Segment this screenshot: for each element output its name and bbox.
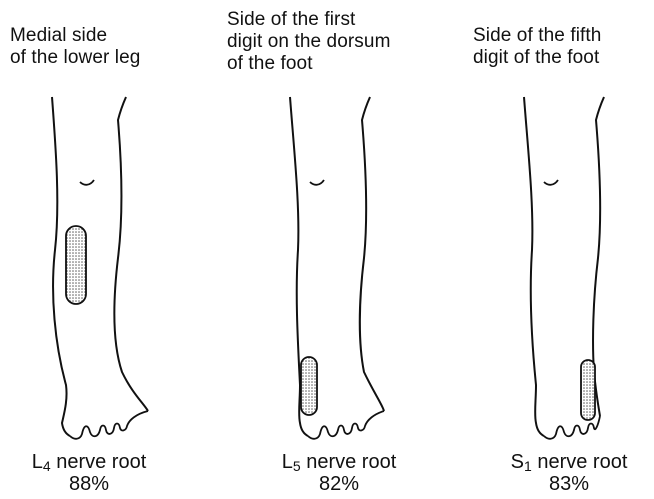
knee-mark [544,180,558,185]
l4-panel: Medial side of the lower leg L4 nerve ro… [0,0,218,499]
s1-percent: 83% [460,473,654,495]
leg-outline-left [524,97,544,436]
toes [308,411,384,439]
l5-leg-diagram [218,0,436,499]
s1-leg-diagram [436,0,654,499]
leg-outline-right [114,97,148,411]
toes [70,411,148,439]
l5-shaded-area [301,357,317,415]
leg-outline-right [360,97,384,411]
l4-leg-diagram [0,0,218,499]
l4-percent: 88% [0,473,198,495]
l4-shaded-area [66,226,86,304]
knee-mark [310,180,324,185]
knee-mark [80,180,94,185]
s1-panel: Side of the fifth digit of the foot S1 n… [436,0,654,499]
s1-shaded-area [581,360,595,420]
l5-percent: 82% [230,473,448,495]
l5-panel: Side of the first digit on the dorsum of… [218,0,436,499]
